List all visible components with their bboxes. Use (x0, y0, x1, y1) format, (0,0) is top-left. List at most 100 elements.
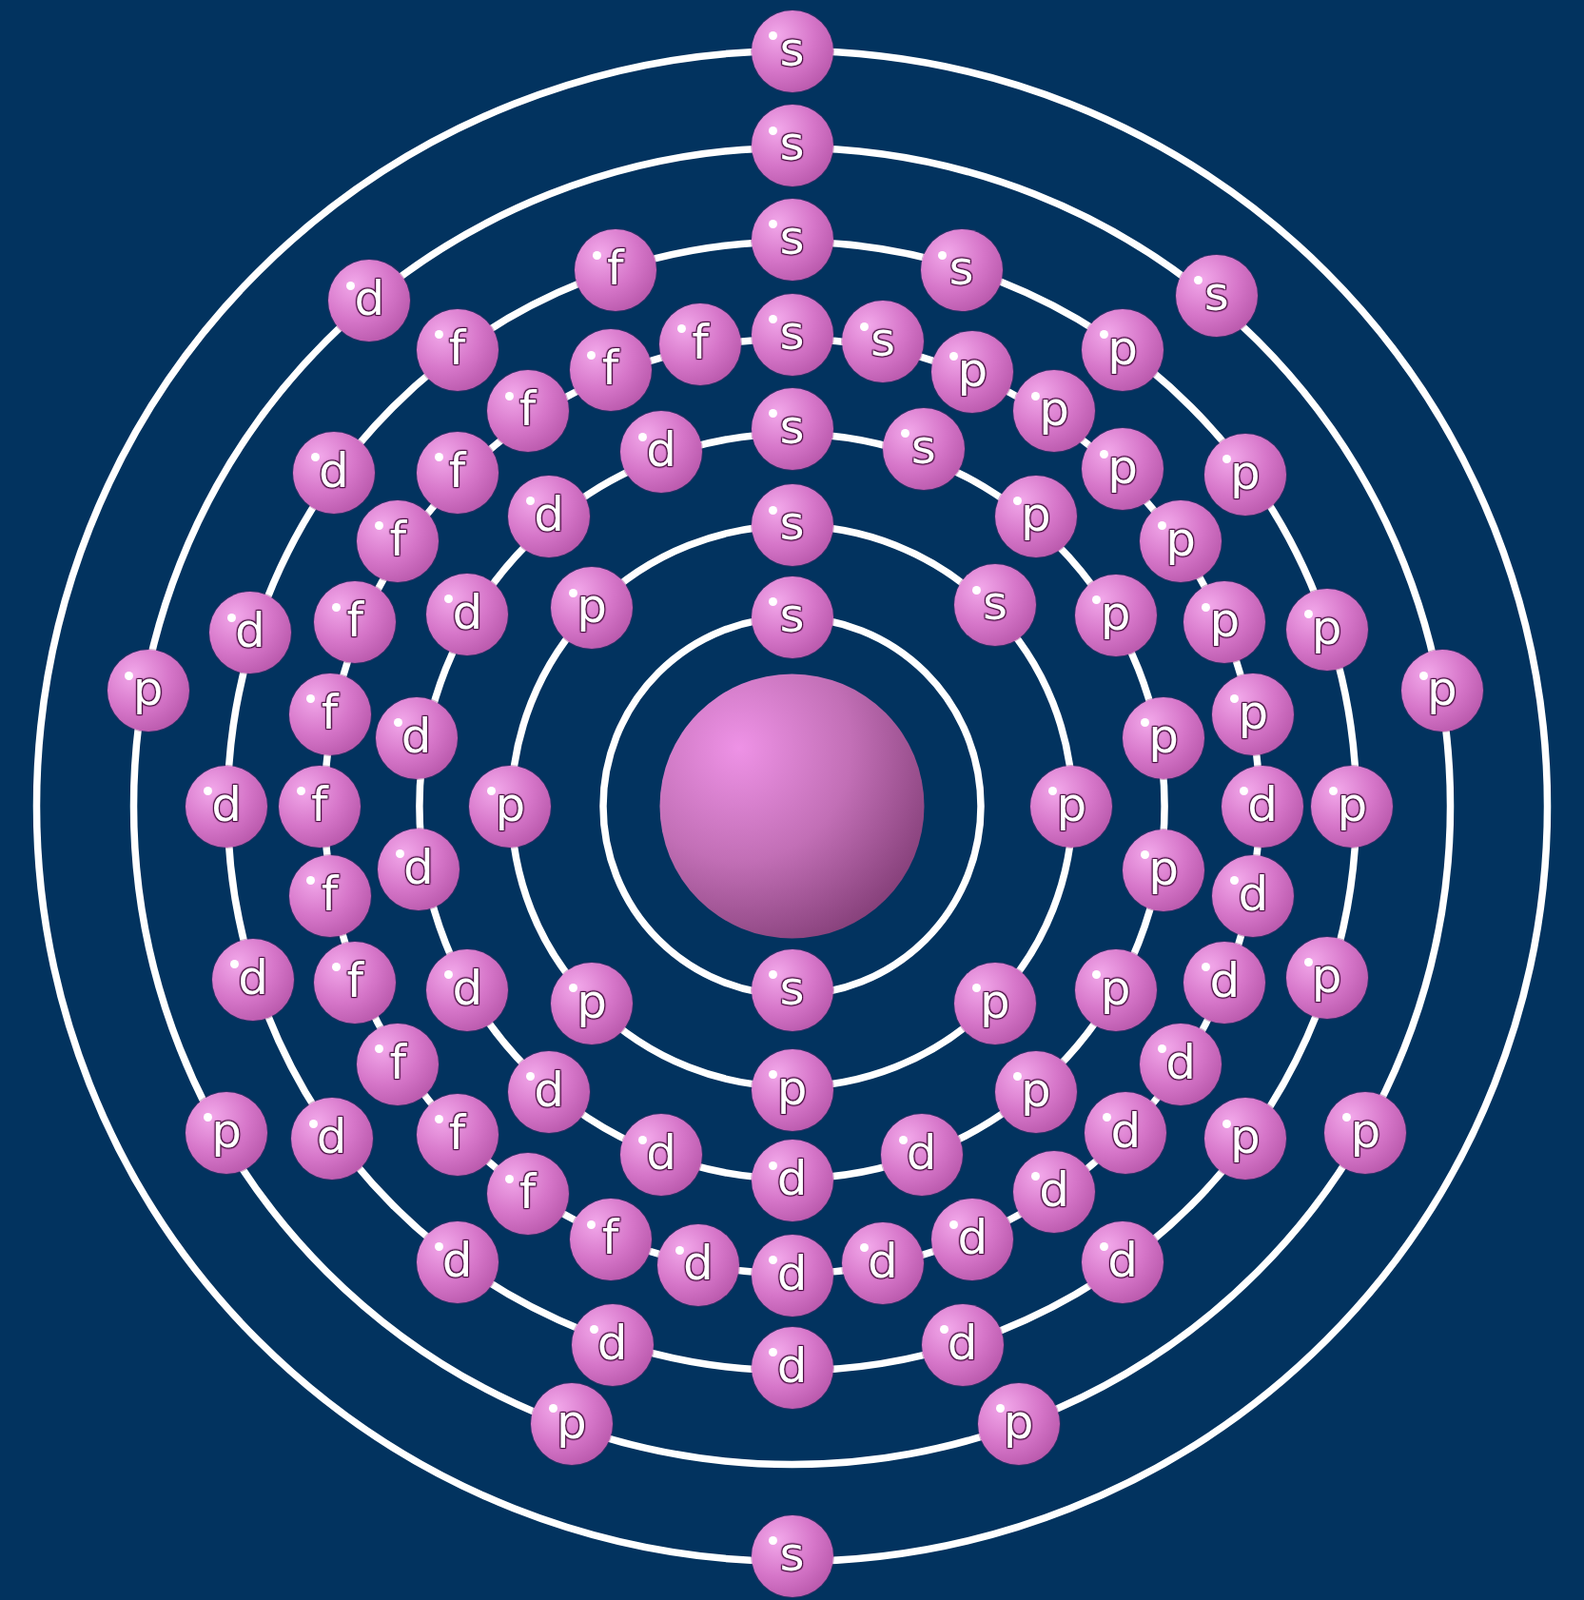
electron-highlight (1013, 496, 1022, 506)
electron-highlight (1099, 330, 1109, 339)
orbital-label: p (1311, 952, 1343, 1000)
orbital-label: p (1107, 443, 1138, 491)
electron: d (1212, 855, 1294, 938)
electron-highlight (1102, 1113, 1112, 1122)
electron-highlight (1201, 603, 1211, 612)
electron-highlight (434, 1114, 444, 1124)
electron-highlight (589, 1325, 599, 1334)
electron: d (328, 259, 411, 342)
electron: d (375, 697, 458, 780)
electron-highlight (1099, 1242, 1109, 1252)
electron: s (751, 576, 834, 659)
orbital-label: d (683, 1239, 714, 1288)
electron: s (751, 484, 834, 567)
electron: d (571, 1304, 654, 1387)
electron: p (1324, 1092, 1407, 1174)
electron-highlight (309, 1119, 318, 1129)
electron-highlight (949, 1220, 959, 1230)
orbital-label: f (347, 596, 365, 645)
orbital-label: f (519, 1168, 537, 1216)
electron-highlight (1140, 718, 1150, 727)
electron: s (882, 408, 965, 490)
orbital-label: f (347, 957, 365, 1005)
electron: d (620, 1114, 703, 1196)
orbital-label: s (982, 579, 1008, 627)
electron: d (416, 1221, 499, 1304)
orbital-label: f (449, 324, 467, 372)
electron-highlight (949, 352, 959, 361)
electron-highlight (306, 876, 315, 885)
orbital-label: s (779, 309, 804, 357)
electron-highlight (972, 983, 981, 993)
electron: f (289, 673, 372, 756)
orbital-label: d (1238, 870, 1270, 919)
orbital-label: d (403, 843, 434, 892)
electron-highlight (568, 983, 578, 993)
electron: d (426, 573, 509, 656)
orbital-label: p (1209, 596, 1240, 645)
electron: d (751, 1234, 834, 1317)
orbital-label: d (777, 1342, 808, 1390)
electron: f (487, 1153, 569, 1235)
electron-highlight (768, 1161, 778, 1171)
electron-highlight (768, 1536, 778, 1545)
electron: f (356, 1023, 439, 1106)
electron-highlight (332, 603, 341, 612)
electron: p (1075, 949, 1157, 1032)
orbital-label: f (311, 781, 329, 829)
shell-ring (603, 617, 981, 996)
orbital-label: d (234, 606, 266, 655)
orbital-label: d (353, 274, 385, 323)
orbital-label: p (576, 582, 607, 630)
electron: p (1212, 673, 1294, 756)
orbital-label: f (602, 344, 620, 392)
electron: f (356, 500, 439, 583)
orbital-label: s (779, 25, 804, 74)
orbital-label: s (949, 244, 975, 293)
orbital-label: p (1020, 490, 1052, 539)
electron: p (751, 1049, 834, 1132)
electron: s (751, 198, 834, 281)
electron-highlight (1031, 391, 1040, 401)
orbital-label: d (1038, 1166, 1070, 1214)
electron-highlight (768, 1348, 778, 1357)
electron: d (620, 410, 703, 493)
shell-rings (37, 51, 1548, 1563)
electron-highlight (526, 1072, 535, 1081)
shell-ring (227, 241, 1357, 1371)
orbital-label: p (1148, 712, 1179, 761)
electron-highlight (434, 330, 444, 339)
orbital-label: p (1100, 964, 1132, 1013)
electron: p (931, 331, 1014, 413)
electron: p (550, 962, 633, 1045)
orbital-label: d (906, 1129, 938, 1177)
orbital-label: d (1247, 781, 1278, 829)
orbital-label: d (401, 712, 432, 761)
orbital-label: f (321, 870, 339, 919)
electron: p (469, 765, 551, 848)
electron: d (1084, 1092, 1167, 1174)
orbital-label: p (1427, 664, 1458, 713)
electron-highlight (1304, 609, 1313, 619)
electron-highlight (675, 1246, 685, 1255)
electron-highlight (1157, 521, 1167, 530)
orbital-label: d (1165, 1038, 1196, 1087)
orbital-label: s (779, 214, 804, 262)
electron-highlight (374, 1044, 384, 1054)
electron-highlight (1099, 449, 1109, 459)
orbital-label: p (576, 977, 607, 1026)
orbital-label: p (1238, 688, 1270, 737)
electron: s (751, 104, 834, 187)
electron-highlight (505, 1174, 514, 1184)
orbital-label: d (777, 1250, 808, 1298)
electron-highlight (505, 391, 514, 401)
electron-highlight (677, 324, 686, 333)
orbital-label: d (958, 1213, 989, 1262)
orbital-label: d (645, 1129, 677, 1177)
electron: f (416, 309, 499, 392)
electron-highlight (1230, 694, 1239, 704)
orbital-label: s (779, 1530, 804, 1579)
electron-highlight (900, 429, 910, 438)
orbital-label: s (870, 315, 896, 364)
electron-highlight (1140, 850, 1150, 860)
